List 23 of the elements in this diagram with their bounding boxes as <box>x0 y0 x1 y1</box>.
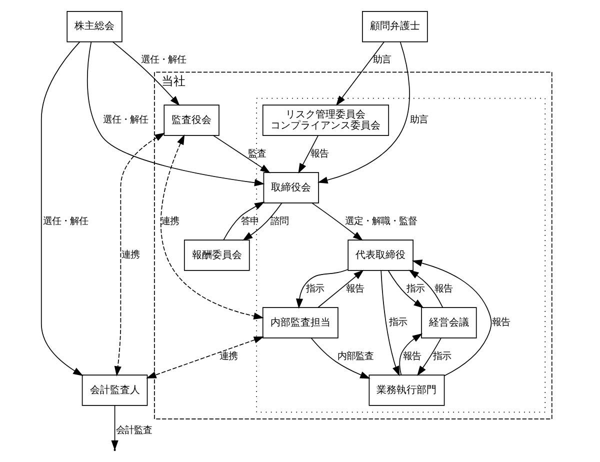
edge-label: 報告 <box>403 350 422 362</box>
edge-label: 答申 <box>241 216 260 227</box>
edge-label: 指示 <box>406 283 425 294</box>
edge-label: 選任・解任 <box>140 54 186 66</box>
edge-label: 指示 <box>432 350 451 362</box>
edge-label: 指示 <box>306 283 324 294</box>
edge-label: 監査 <box>248 148 266 160</box>
edge-label: 報告 <box>310 148 328 160</box>
edge-label: 選任・解任 <box>42 216 88 227</box>
edge-label: 連携 <box>121 250 140 261</box>
edge-label: 連携 <box>219 350 238 362</box>
edge-label: 連携 <box>161 216 180 227</box>
edge-label: 指示 <box>388 317 407 328</box>
edge-label: 選任・解任 <box>102 114 148 126</box>
edge-label: 会計監査 <box>116 425 152 436</box>
edge-label: 内部監査 <box>337 350 374 362</box>
edge-label: 選定・解職・監督 <box>345 216 418 227</box>
edge-label: 報告 <box>492 317 510 328</box>
edge-label: 報告 <box>434 283 452 294</box>
edge-label: 助言 <box>410 114 428 126</box>
edge-label: 助言 <box>372 54 391 66</box>
edge-label: 報告 <box>346 283 364 294</box>
edge-label: 諮問 <box>270 216 289 227</box>
